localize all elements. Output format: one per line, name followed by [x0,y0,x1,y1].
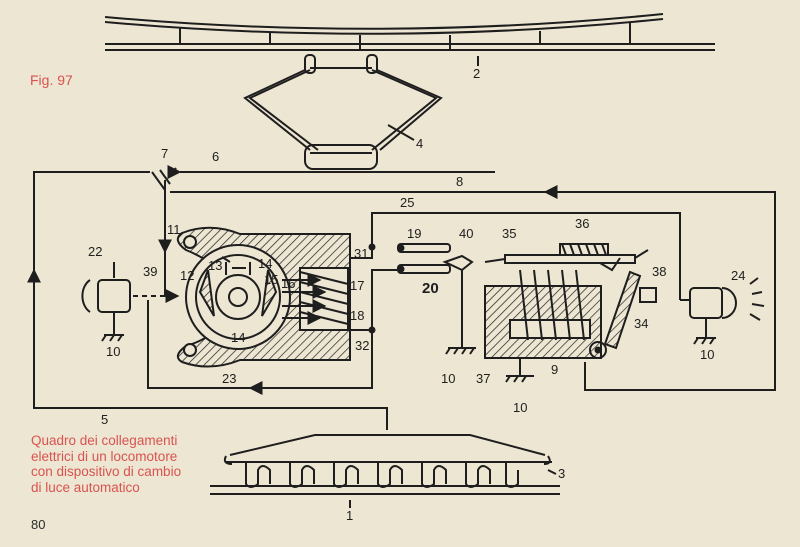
label-16: 16 [281,276,295,291]
label-2: 2 [473,66,480,81]
lever-arm [589,270,657,359]
label-35: 35 [502,226,516,241]
generator-frame [176,226,351,368]
figure-caption: Quadro dei collegamenti elettrici di un … [31,433,181,495]
caption-line: di luce automatico [31,479,140,495]
caption-line: Quadro dei collegamenti [31,433,178,448]
armature-bar [484,243,649,272]
label-10-right: 10 [700,347,714,362]
diagram-labels: 1 2 3 4 5 6 7 8 9 10 10 10 10 11 12 13 1… [88,66,745,523]
headlamp-right [680,277,765,345]
label-1: 1 [346,508,353,523]
caption-line: con dispositivo di cambio [31,464,182,479]
label-8: 8 [456,174,463,189]
label-39: 39 [143,264,157,279]
label-3: 3 [558,466,565,481]
headlamp-left [81,262,131,342]
regulator-contacts [397,243,476,355]
label-4: 4 [416,136,423,151]
relay-switch [151,167,177,191]
label-24: 24 [731,268,745,283]
figure-label: Fig. 97 [30,72,73,88]
catenary-wire [104,13,715,51]
label-34: 34 [634,316,648,331]
label-23: 23 [222,371,236,386]
label-38: 38 [652,264,666,279]
label-11: 11 [167,222,181,237]
label-10-core: 10 [513,400,527,415]
label-22: 22 [88,244,102,259]
label-40: 40 [459,226,473,241]
label-5: 5 [101,412,108,427]
label-14-bottom: 14 [231,330,245,345]
label-17: 17 [350,278,364,293]
label-31: 31 [354,246,368,261]
pantograph [243,54,443,170]
electromagnet [484,269,602,383]
label-37: 37 [476,371,490,386]
label-6: 6 [212,149,219,164]
label-19: 19 [407,226,421,241]
label-7: 7 [161,146,168,161]
label-32: 32 [355,338,369,353]
label-36: 36 [575,216,589,231]
label-10-contacts: 10 [441,371,455,386]
page-number: 80 [31,517,46,532]
coil-pack [282,267,349,331]
label-25: 25 [400,195,414,210]
label-12: 12 [180,268,194,283]
label-9: 9 [551,362,558,377]
label-10-left: 10 [106,344,120,359]
label-20: 20 [422,280,439,297]
label-18: 18 [350,308,364,323]
label-13: 13 [208,258,222,273]
label-15: 15 [264,272,278,287]
caption-line: elettrici di un locomotore [31,448,178,464]
label-14-top: 14 [258,256,272,271]
locomotive-chassis [210,434,560,495]
